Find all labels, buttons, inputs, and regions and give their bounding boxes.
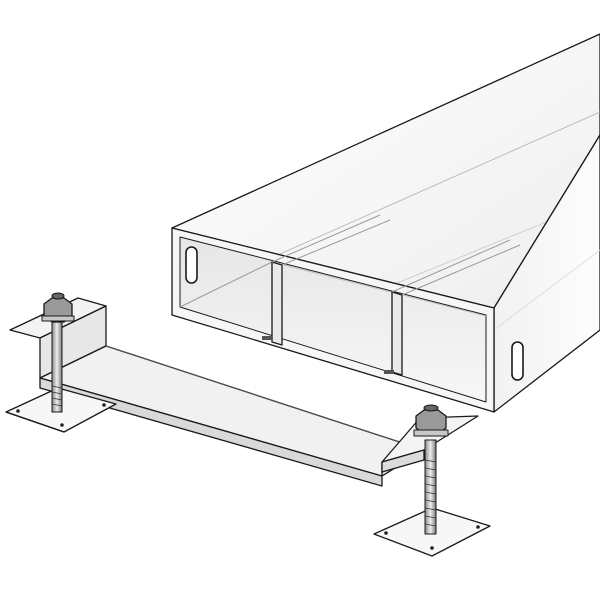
cavity-floor-line	[271, 261, 487, 317]
end-slot-left	[185, 246, 198, 284]
rod-tip	[51, 292, 65, 300]
divider-top-line	[391, 239, 511, 293]
rod-threads	[51, 385, 63, 407]
floor-slot	[262, 336, 272, 340]
compartment-divider	[271, 261, 283, 346]
mounting-bracket	[9, 297, 479, 487]
trunking-inner-cavity	[179, 236, 487, 403]
mounting-hole	[102, 403, 106, 407]
bracket-channel-front	[39, 377, 383, 487]
top-rib-line	[261, 111, 600, 263]
washer	[413, 429, 449, 437]
foot-plate-edge	[5, 411, 65, 433]
bracket-inner-edge	[105, 345, 425, 451]
divider-top-line	[271, 214, 381, 263]
mounting-hole	[60, 423, 64, 427]
rod-tip	[423, 404, 439, 412]
divider-edge	[281, 219, 391, 266]
end-slot-right	[511, 341, 524, 381]
trunking-body	[171, 33, 600, 413]
compartment-divider	[391, 291, 403, 376]
mounting-hole	[384, 531, 388, 535]
threaded-rod	[424, 439, 437, 535]
side-rib-line	[493, 249, 600, 331]
divider-edge	[401, 244, 521, 296]
cavity-floor-line	[179, 261, 273, 308]
rod-threads	[424, 459, 437, 527]
leveling-foot-left	[5, 292, 117, 433]
leveling-foot-right	[373, 404, 491, 557]
mounting-hole	[16, 409, 20, 413]
floor-slot	[384, 370, 394, 374]
bracket-right-flange-lip	[381, 449, 425, 473]
mounting-hole	[476, 525, 480, 529]
mounting-hole	[430, 546, 434, 550]
washer	[41, 315, 75, 322]
